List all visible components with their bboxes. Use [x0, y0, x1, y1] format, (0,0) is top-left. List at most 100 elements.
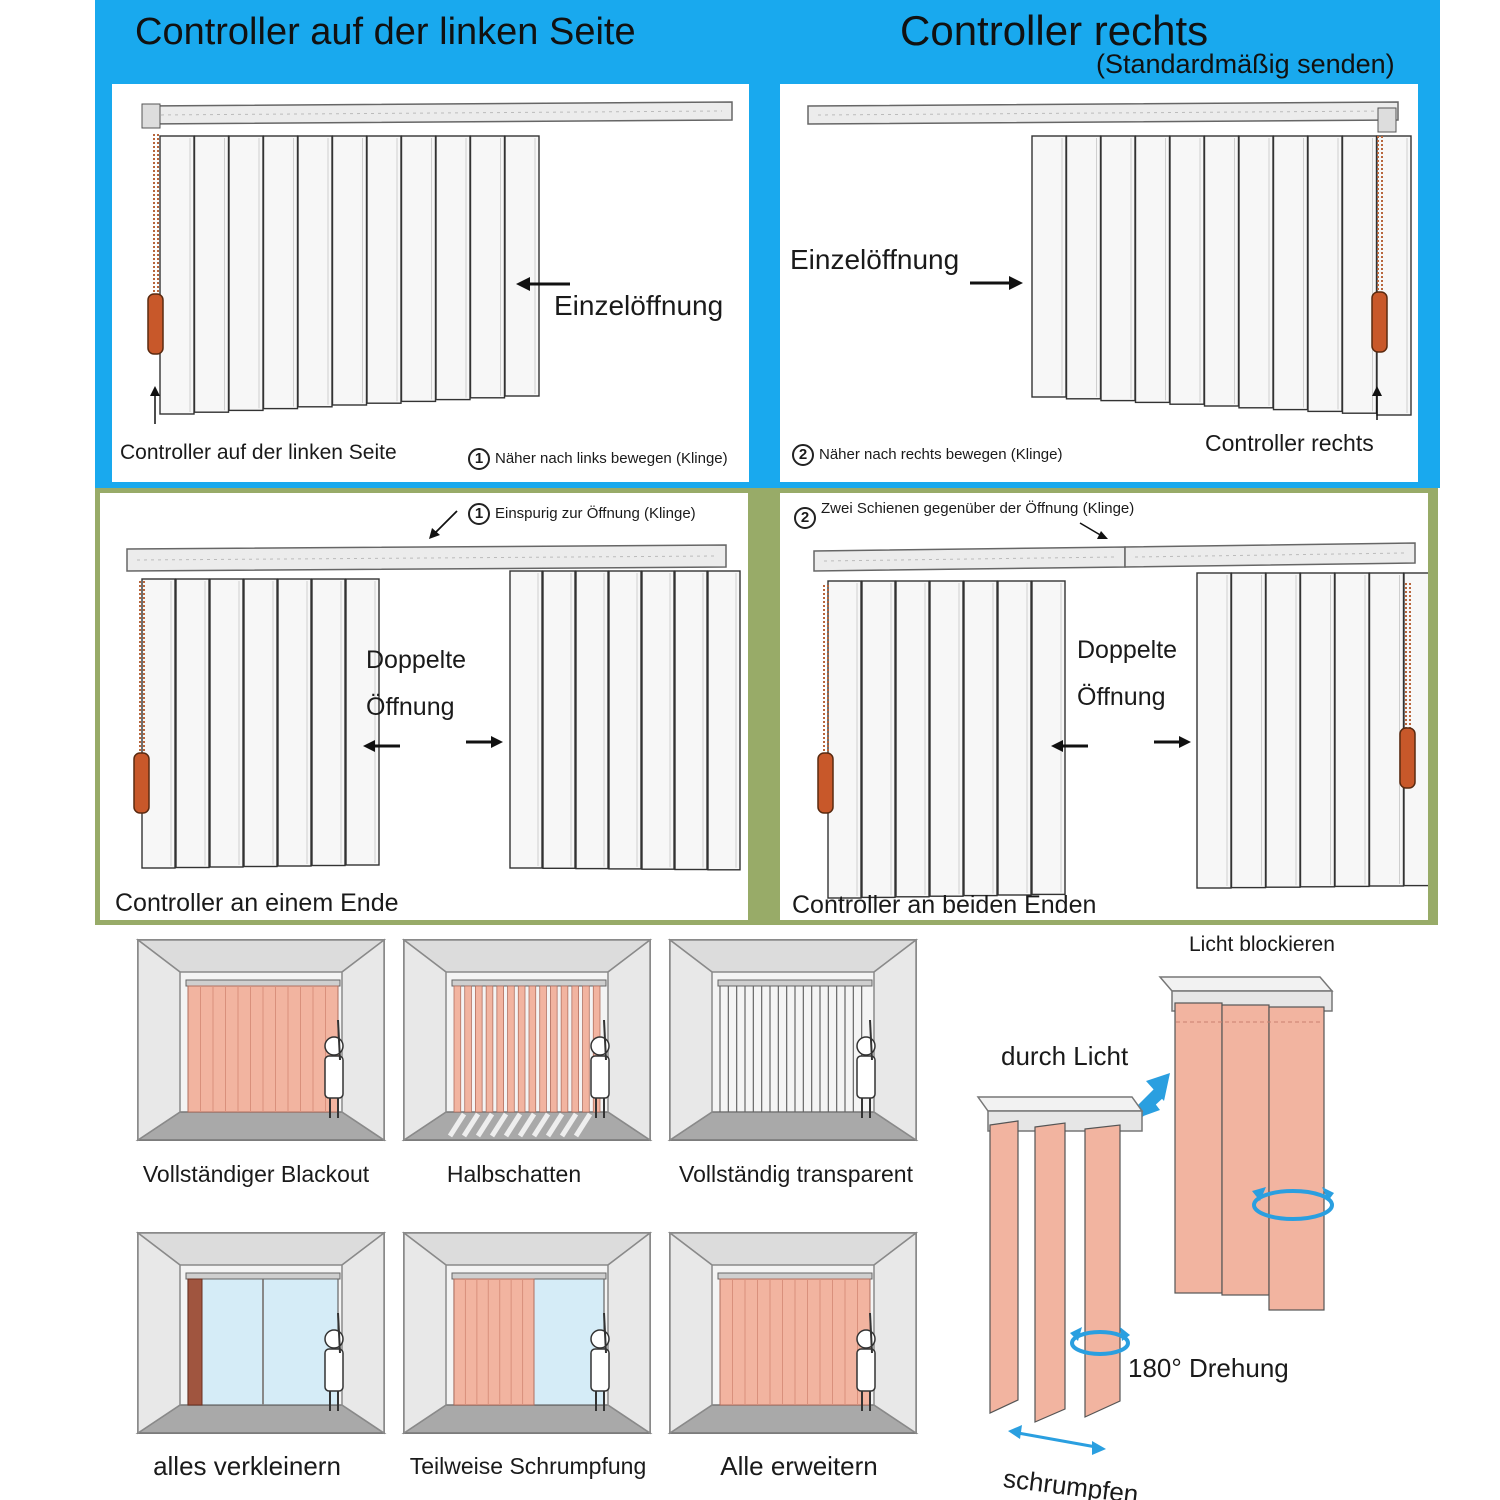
- blind-slat: [575, 570, 609, 870]
- step-text: Näher nach rechts bewegen (Klinge): [819, 445, 1063, 463]
- slat-half-open: [496, 985, 504, 1113]
- blind-slat: [366, 135, 402, 404]
- step-number-badge: 2: [792, 444, 814, 466]
- blind-slat: [469, 135, 506, 399]
- blind-slat: [509, 570, 543, 869]
- slat-half-open: [475, 985, 483, 1113]
- label-block-light: Licht blockieren: [1189, 933, 1335, 956]
- blind-illustration-double-single-track: [126, 510, 741, 871]
- slat-half-open: [539, 985, 547, 1113]
- caption-fully-transparent: Vollständig transparent: [679, 1161, 913, 1187]
- label-controller-left: Controller auf der linken Seite: [120, 441, 397, 464]
- blind-slat: [963, 580, 998, 897]
- label-controller-both-ends: Controller an beiden Enden: [792, 891, 1097, 919]
- blind-slat: [504, 135, 540, 397]
- panel-controller-left: Einzelöffnung Controller auf der linken …: [112, 84, 749, 482]
- step-2-move-right: 2 Näher nach rechts bewegen (Klinge): [792, 444, 1062, 466]
- step-number-badge: 2: [794, 507, 816, 529]
- blind-slat: [1265, 572, 1301, 888]
- label-double-opening-line1: Doppelte: [1077, 636, 1178, 664]
- label-double-opening-line1: Doppelte: [366, 646, 467, 674]
- label-controller-right: Controller rechts: [1205, 430, 1374, 456]
- blind-slat: [1376, 135, 1412, 416]
- blind-slat: [1100, 135, 1136, 402]
- blind-slat: [159, 135, 195, 415]
- step-text: Zwei Schienen gegenüber der Öffnung (Kli…: [821, 500, 1135, 517]
- label-through-light: durch Licht: [1001, 1041, 1129, 1071]
- subtitle-default-shipping: (Standardmäßig senden): [1096, 49, 1395, 79]
- caption-shrink-all: alles verkleinern: [153, 1451, 341, 1481]
- room-illustration: [401, 938, 653, 1142]
- blind-slat: [1203, 135, 1240, 407]
- room-illustration: [401, 1231, 653, 1435]
- blind-slat: [435, 135, 471, 401]
- controller-weight: [1371, 291, 1388, 353]
- room-illustration: [667, 1231, 919, 1435]
- title-controller-left: Controller auf der linken Seite: [135, 11, 636, 53]
- blind-slat: [209, 578, 244, 868]
- step-number-badge: 1: [468, 503, 490, 525]
- blind-slat: [707, 570, 741, 871]
- slat-half-open: [464, 985, 472, 1113]
- blind-illustration-right: [807, 101, 1412, 420]
- blind-slat: [1238, 135, 1274, 409]
- room-headrail: [451, 979, 607, 987]
- blind-slat: [674, 570, 708, 871]
- step-2-two-tracks: 2 Zwei Schienen gegenüber der Öffnung (Kl…: [794, 501, 1134, 529]
- blind-slat: [542, 570, 576, 869]
- room-headrail: [451, 1272, 607, 1280]
- blind-slat: [331, 135, 368, 406]
- label-controller-one-end: Controller an einem Ende: [115, 889, 399, 917]
- blind-slat: [1341, 135, 1378, 414]
- curtain-partial: [453, 1278, 535, 1406]
- blind-slat: [1230, 572, 1267, 889]
- blind-slat: [1272, 135, 1309, 411]
- room-illustration: [667, 938, 919, 1142]
- caption-partial-shrink: Teilweise Schrumpfung: [409, 1453, 647, 1479]
- blind-slat: [277, 578, 312, 867]
- caption-full-blackout: Vollständiger Blackout: [142, 1161, 370, 1187]
- blind-slat: [193, 135, 230, 413]
- label-double-opening-line2: Öffnung: [1077, 683, 1166, 711]
- room-headrail: [717, 979, 873, 987]
- rail-end-cap: [1377, 107, 1397, 133]
- step-number-badge: 1: [468, 448, 490, 470]
- blind-slat: [641, 570, 675, 870]
- blind-slat: [262, 135, 299, 410]
- blind-slat: [1065, 135, 1102, 400]
- headrail: [143, 101, 733, 125]
- headrail: [813, 546, 1126, 572]
- blind-slat: [297, 135, 333, 408]
- room-illustration-grid: [135, 938, 919, 1435]
- blind-slat: [1031, 580, 1066, 896]
- room-illustration: [135, 938, 387, 1142]
- controller-weight: [133, 752, 150, 814]
- slat-half-open: [485, 985, 494, 1113]
- blind-slat: [997, 580, 1032, 896]
- room-headrail: [717, 1272, 873, 1280]
- blind-slat: [1299, 572, 1336, 888]
- blind-slat: [1169, 135, 1205, 405]
- blind-slat: [243, 578, 278, 868]
- headrail: [807, 101, 1399, 125]
- slat-half-open: [550, 985, 558, 1113]
- label-double-opening-line2: Öffnung: [366, 693, 455, 721]
- blind-slat: [1031, 135, 1067, 398]
- blind-illustration-left: [141, 101, 733, 424]
- blind-slat: [827, 580, 862, 899]
- blind-slat: [929, 580, 964, 897]
- slat-half-open: [571, 985, 579, 1113]
- blind-slat: [228, 135, 264, 412]
- blind-slat: [311, 578, 346, 867]
- blind-slat: [400, 135, 437, 403]
- controller-weight: [817, 752, 834, 814]
- panel-controller-both-ends: 2 Zwei Schienen gegenüber der Öffnung (Kl…: [780, 493, 1428, 920]
- caption-expand-all: Alle erweitern: [720, 1451, 878, 1481]
- blind-illustration-double-two-tracks: [813, 522, 1428, 899]
- slat-half-open: [517, 985, 526, 1113]
- blind-slat: [1368, 572, 1405, 887]
